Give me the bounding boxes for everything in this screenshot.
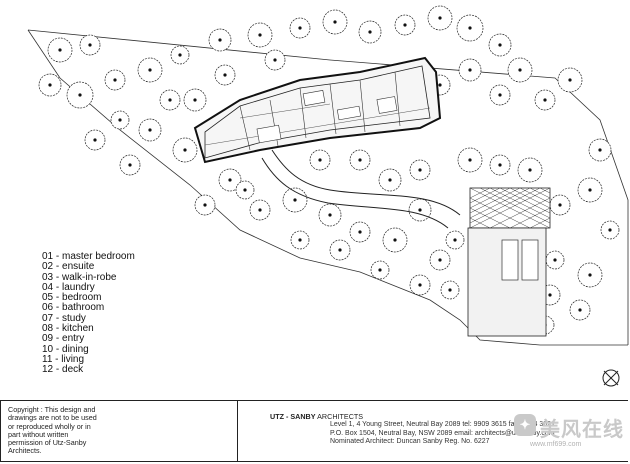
tree-trunk xyxy=(468,26,472,30)
tree-trunk xyxy=(273,58,277,62)
tree-trunk xyxy=(588,188,592,192)
tree-trunk xyxy=(403,23,407,27)
watermark-url: www.mf699.com xyxy=(530,441,582,448)
room-legend: 01 - master bedroom 02 - ensuite 03 - wa… xyxy=(42,251,135,376)
copyright-line: or reproduced wholly or in xyxy=(8,421,91,431)
tree-trunk xyxy=(598,148,602,152)
tree-trunk xyxy=(193,98,197,102)
legend-item: 05 - bedroom xyxy=(42,292,102,304)
tree-trunk xyxy=(333,20,337,24)
copyright-line: permission of Utz-Sanby xyxy=(8,438,87,448)
tree-trunk xyxy=(293,198,297,202)
title-block-frame xyxy=(0,400,628,462)
tree-trunk xyxy=(258,33,262,37)
tree-trunk xyxy=(328,213,332,217)
tree-trunk xyxy=(548,293,552,297)
tree-trunk xyxy=(393,238,397,242)
tree-trunk xyxy=(438,83,442,87)
tree-trunk xyxy=(378,268,382,272)
legend-item: 12 - deck xyxy=(42,364,84,376)
legend-item: 11 - living xyxy=(42,353,85,365)
tree-trunk xyxy=(358,230,362,234)
legend-item: 08 - kitchen xyxy=(42,323,94,335)
tree-trunk xyxy=(438,258,442,262)
legend-item: 01 - master bedroom xyxy=(42,251,135,262)
tree-trunk xyxy=(223,73,227,77)
tree-trunk xyxy=(518,68,522,72)
tree-trunk xyxy=(448,288,452,292)
legend-item: 09 - entry xyxy=(42,333,85,345)
tree-trunk xyxy=(418,168,422,172)
tree-trunk xyxy=(498,163,502,167)
tree-trunk xyxy=(553,258,557,262)
tree-trunk xyxy=(468,158,472,162)
legend-item: 03 - walk-in-robe xyxy=(42,271,117,283)
firm-name: UTZ - SANBY ARCHITECTS xyxy=(270,412,363,421)
tree-trunk xyxy=(578,308,582,312)
tree-trunk xyxy=(528,168,532,172)
tree-trunk xyxy=(243,188,247,192)
address-line: Nominated Architect: Duncan Sanby Reg. N… xyxy=(330,438,490,446)
tree-trunk xyxy=(318,158,322,162)
tree-trunk xyxy=(148,128,152,132)
tree-trunk xyxy=(498,43,502,47)
tree-trunk xyxy=(298,238,302,242)
north-arrow-icon xyxy=(602,369,620,387)
legend-item: 02 - ensuite xyxy=(42,261,95,273)
tree-trunk xyxy=(258,208,262,212)
copyright-line: part without written xyxy=(8,429,69,439)
legend-item: 04 - laundry xyxy=(42,281,95,293)
tree-trunk xyxy=(418,283,422,287)
tree-trunk xyxy=(568,78,572,82)
title-block-divider xyxy=(237,400,238,462)
tree-trunk xyxy=(368,30,372,34)
tree-trunk xyxy=(438,16,442,20)
tree-trunk xyxy=(148,68,152,72)
site-plan-drawing xyxy=(27,5,629,387)
legend-item: 06 - bathroom xyxy=(42,302,105,314)
firm-address: Level 1, 4 Young Street, Neutral Bay 208… xyxy=(330,421,555,447)
tree-trunk xyxy=(338,248,342,252)
tree-trunk xyxy=(418,208,422,212)
driveway xyxy=(261,149,461,229)
tree-trunk xyxy=(543,98,547,102)
firm-name-bold: UTZ - SANBY xyxy=(270,412,316,421)
tree-trunk xyxy=(93,138,97,142)
tree-trunk xyxy=(298,26,302,30)
tree-trunk xyxy=(388,178,392,182)
copyright-line: Copyright : This design and xyxy=(8,405,96,414)
tree-trunk xyxy=(78,93,82,97)
watermark-logo-icon: ✦ xyxy=(514,414,536,436)
tree-trunk xyxy=(203,203,207,207)
garage-pad xyxy=(467,187,551,337)
watermark-text: 美风在线 xyxy=(540,419,624,441)
tree-trunk xyxy=(218,38,222,42)
house-footprint xyxy=(193,56,442,164)
copyright-line: drawings are not to be used xyxy=(8,413,97,423)
tree-trunk xyxy=(183,148,187,152)
tree-trunk xyxy=(453,238,457,242)
tree-trunk xyxy=(228,178,232,182)
tree-trunk xyxy=(113,78,117,82)
copyright-line: Architects. xyxy=(8,446,42,456)
tree-trunk xyxy=(88,43,92,47)
tree-trunk xyxy=(168,98,172,102)
legend-item: 10 - dining xyxy=(42,343,89,355)
tree-trunk xyxy=(58,48,62,52)
tree-trunk xyxy=(588,273,592,277)
tree-trunk xyxy=(178,53,182,57)
address-line: Level 1, 4 Young Street, Neutral Bay 208… xyxy=(330,421,555,428)
tree-trunk xyxy=(498,93,502,97)
tree-trunk xyxy=(118,118,122,122)
tree-trunk xyxy=(48,83,52,87)
tree-trunk xyxy=(128,163,132,167)
address-line: P.O. Box 1504, Neutral Bay, NSW 2089 ema… xyxy=(330,429,555,437)
legend-item: 07 - study xyxy=(42,312,86,324)
tree-trunk xyxy=(608,228,612,232)
tree-trunk xyxy=(468,68,472,72)
tree-trunk xyxy=(558,203,562,207)
copyright-notice: Copyright : This design and drawings are… xyxy=(8,405,128,456)
firm-name-rest: ARCHITECTS xyxy=(317,412,364,421)
tree-trunk xyxy=(358,158,362,162)
